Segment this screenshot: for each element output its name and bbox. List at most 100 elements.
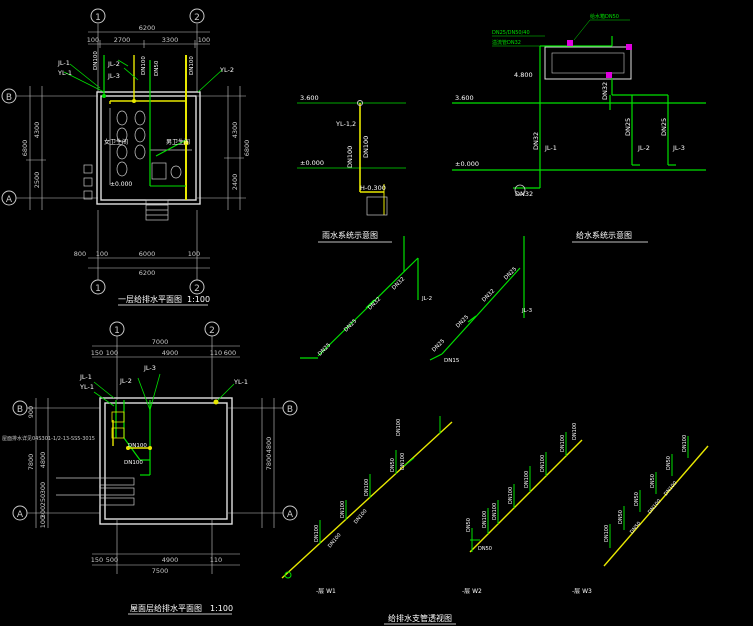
dim-text: 6000 xyxy=(139,250,156,258)
branch-left-pipe xyxy=(300,236,419,359)
dim-text: 3300 xyxy=(162,36,179,44)
drain-w2: DN100 DN100 DN100 DN50 DN100 DN100 DN100… xyxy=(462,423,583,595)
water-supply-diagram: 3.600 4.800 ±0.000 JL-1 JL-2 JL-3 DN32 D… xyxy=(452,13,706,243)
dn-label: DN100 xyxy=(362,136,370,158)
dim-text: 600 xyxy=(224,349,236,357)
ground-dn-labels: DN100 DN100 DN50 DN100 xyxy=(93,51,195,76)
dn-label: DN32 xyxy=(601,82,609,100)
axis-A-left: A xyxy=(1,190,17,206)
dim-text: 900 xyxy=(27,406,35,418)
axis-label: 2 xyxy=(209,326,215,336)
roof-plan-title: 屋面层给排水平面图 xyxy=(130,603,202,613)
dn-label: DN25 xyxy=(660,118,668,136)
dn-label: DN50 xyxy=(466,518,472,532)
dim-text: 110 xyxy=(210,556,222,564)
pipe-label: YL-2 xyxy=(219,66,234,74)
rain-inlet-icon xyxy=(357,100,363,106)
w2-label: -层 W2 xyxy=(462,588,482,595)
ground-floor-plan: 1 2 B A 1 2 xyxy=(1,8,251,306)
pipe-label: JL-3 xyxy=(521,308,533,314)
dim-text: 100 xyxy=(96,250,108,258)
drain-w3: DN100 DN50 DN50 DN50 DN100 DN50 DN100 DN… xyxy=(572,435,709,595)
axis-1-top: 1 xyxy=(90,8,106,24)
dim-text: 300 xyxy=(39,506,47,518)
axis-2-top: 2 xyxy=(189,8,205,24)
ground-pipe-labels: JL-1 YL-1 JL-2 JL-3 YL-2 xyxy=(57,59,234,80)
elevation-label: H-0.300 xyxy=(360,184,386,192)
roof-axis-B: B xyxy=(12,400,28,416)
dn-label: DN100 xyxy=(346,146,354,168)
axis-label: B xyxy=(6,93,12,103)
roof-axis-1-top: 1 xyxy=(109,321,125,337)
dn-label: DN100 xyxy=(314,525,320,542)
dn-label: DN25 xyxy=(343,318,358,333)
elevation-label: 4.800 xyxy=(514,71,533,79)
axis-label: A xyxy=(287,510,294,520)
dn-label: DN50 xyxy=(634,492,640,506)
dn-label: DN50 xyxy=(666,456,672,470)
pipe-label: JL-2 xyxy=(637,144,650,152)
pipe-label: YL-1 xyxy=(233,378,248,386)
branch-supply-iso: DN25 DN25 DN32 DN32 JL-2 DN15 DN25 DN25 … xyxy=(300,236,533,364)
dn-label: DN100 xyxy=(604,525,610,542)
axis-label: B xyxy=(17,405,23,415)
dim-text: 500 xyxy=(106,556,118,564)
dn-label: DN100 xyxy=(482,511,488,528)
ground-plan-scale: 1:100 xyxy=(187,295,210,304)
axis-2-bottom: 2 xyxy=(189,279,205,295)
ground-fixtures xyxy=(109,108,192,185)
w1-label: -层 W1 xyxy=(316,588,336,595)
axis-label: 1 xyxy=(95,284,101,294)
dim-text: 100 xyxy=(39,516,47,528)
ground-pipes xyxy=(63,55,223,200)
dn-label: DN100 xyxy=(572,423,578,440)
dim-text: 7500 xyxy=(152,567,169,575)
dim-text: 7800 xyxy=(27,454,35,471)
dn-label: DN32 xyxy=(367,296,382,311)
dim-text: 110 xyxy=(210,349,222,357)
dn-label: DN100 xyxy=(524,471,530,488)
axis-B-left: B xyxy=(1,88,17,104)
dim-text: 250 xyxy=(39,494,47,506)
dim-text: 2400 xyxy=(231,174,239,191)
dn-label: DN32 xyxy=(391,276,406,291)
tank-note: 给水箱DN50 xyxy=(590,13,619,20)
room-label: 女卫生间 xyxy=(104,138,128,146)
roof-dim-texts: 7000 150 100 4900 110 600 150 500 4900 1… xyxy=(27,338,273,575)
axis-label: A xyxy=(6,195,13,205)
elevation-label: ±0.000 xyxy=(110,181,132,188)
tank-note: DN25/DN50/40 xyxy=(492,30,530,36)
pipe-label: YL-1,2 xyxy=(335,120,356,128)
dn-label: DN100 xyxy=(396,419,402,436)
dn-label: DN100 xyxy=(492,503,498,520)
w3-label: -层 W3 xyxy=(572,588,592,595)
dim-text: 100 xyxy=(188,250,200,258)
supply-diagram-title: 给水系统示意图 xyxy=(576,230,632,240)
dn-label: DN50 xyxy=(650,474,656,488)
roof-dim-lines xyxy=(27,336,283,574)
water-tank xyxy=(544,46,632,80)
dn-label: DN32 xyxy=(515,190,533,198)
dn-label: DN100 xyxy=(540,455,546,472)
dim-text: 300 xyxy=(39,482,47,494)
rain-diagram-title: 雨水系统示意图 xyxy=(322,230,378,240)
dim-text: 150 xyxy=(91,556,103,564)
dim-text: 100 xyxy=(87,36,99,44)
pipe-label: JL-3 xyxy=(143,364,156,372)
pipe-label: JL-3 xyxy=(107,72,120,80)
axis-label: 1 xyxy=(95,13,101,23)
dim-text: 2700 xyxy=(114,36,131,44)
axis-label: 2 xyxy=(194,284,200,294)
roof-pipes xyxy=(93,373,235,476)
dn-label: DN100 xyxy=(364,479,370,496)
roof-plan-scale: 1:100 xyxy=(210,604,233,613)
dim-text: 4900 xyxy=(162,556,179,564)
axis-label: A xyxy=(17,510,24,520)
branch-left-texts: DN25 DN25 DN32 DN32 JL-2 xyxy=(317,276,432,357)
dn-label: DN50 xyxy=(478,546,492,552)
dim-text: 4800 xyxy=(39,452,47,469)
dim-text: 100 xyxy=(106,349,118,357)
elevation-label: ±0.000 xyxy=(300,159,324,167)
pipe-label: JL-3 xyxy=(672,144,685,152)
